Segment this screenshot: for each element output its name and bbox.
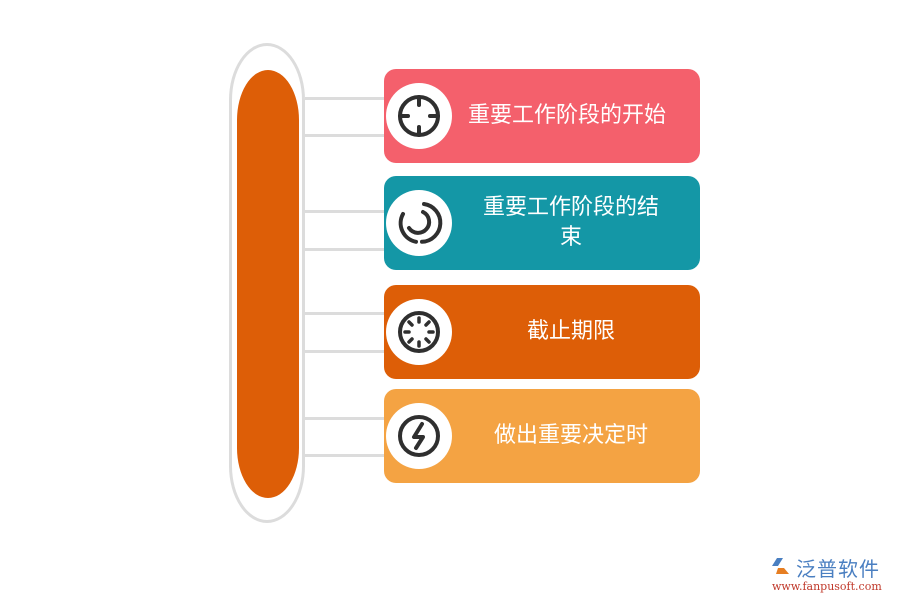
lightning-bolt-icon [386,403,452,469]
item-label-text: 截止期限 [526,319,615,344]
item-card-decision: 做出重要决定时 [384,389,700,483]
item-label-text: 重要工作阶段的结束 [482,195,659,250]
connector-line [305,210,395,213]
connector-line [305,134,395,137]
item-label: 截止期限 [452,285,690,379]
capsule-fill [237,70,299,498]
item-label-text: 重要工作阶段的开始 [467,103,666,128]
brand-logo-icon [772,558,789,574]
circular-arcs-icon [386,190,452,256]
connector-line [305,248,395,251]
connector-line [305,312,395,315]
connector-line [305,350,395,353]
item-label: 做出重要决定时 [452,389,690,483]
connector-line [305,454,395,457]
watermark-url: www.fanpusoft.com [772,580,882,593]
crosshair-icon [386,83,452,149]
item-label: 重要工作阶段的开始 [444,69,690,163]
watermark: 泛普软件 www.fanpusoft.com [770,553,895,598]
item-label: 重要工作阶段的结束 [452,176,690,270]
item-card-start: 重要工作阶段的开始 [384,69,700,163]
item-card-end: 重要工作阶段的结束 [384,176,700,270]
loading-spinner-icon [386,299,452,365]
connector-line [305,97,395,100]
connector-line [305,417,395,420]
item-card-deadline: 截止期限 [384,285,700,379]
item-label-text: 做出重要决定时 [493,423,648,448]
watermark-brand-name: 泛普软件 [796,557,880,581]
